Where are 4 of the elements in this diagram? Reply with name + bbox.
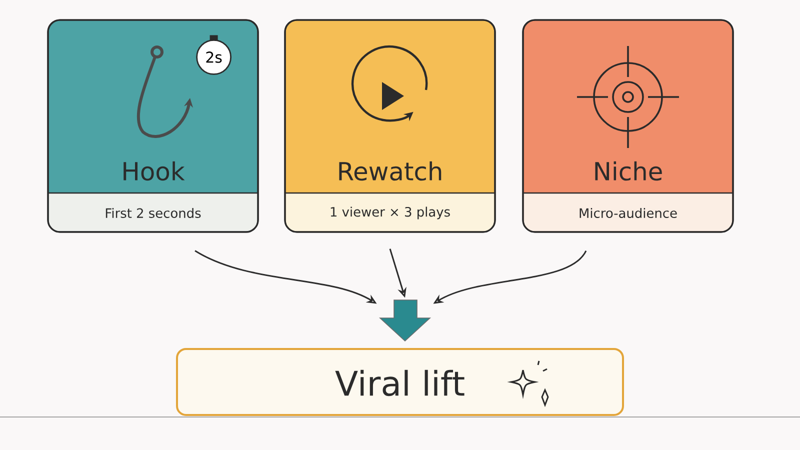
card: Niche Micro-audience [522,19,734,233]
card: Rewatch 1 viewer × 3 plays [284,19,496,233]
result-box: Viral lift [176,348,624,416]
block-arrow [378,300,432,342]
